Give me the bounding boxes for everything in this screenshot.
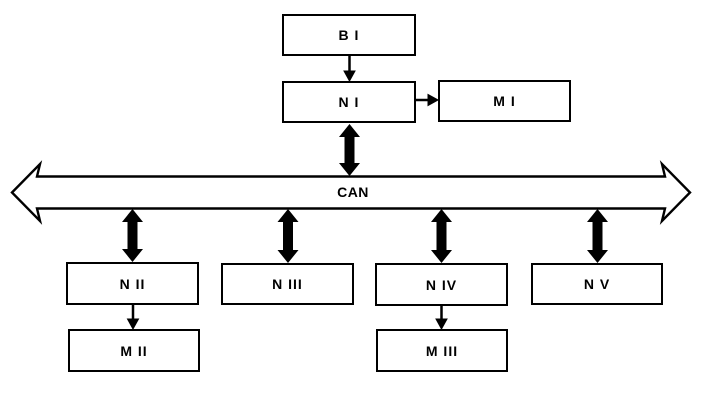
arrow-can-nv xyxy=(587,209,608,263)
can-bus-arrow xyxy=(10,160,692,225)
can-bus-label: CAN xyxy=(337,184,369,200)
arrow-bi-ni xyxy=(343,56,356,83)
node-n5: N V xyxy=(531,263,663,305)
arrow-nii-mii xyxy=(126,305,140,331)
node-m3: M III xyxy=(376,329,508,372)
node-n1: N I xyxy=(282,81,416,123)
arrow-niv-miii xyxy=(435,306,448,331)
node-m2: M II xyxy=(68,329,200,372)
node-m1: M I xyxy=(438,80,571,122)
arrow-can-niv xyxy=(431,209,452,263)
node-b1: B I xyxy=(282,14,416,56)
node-n2: N II xyxy=(66,262,199,305)
node-n4: N IV xyxy=(375,263,508,306)
arrow-can-niii xyxy=(277,209,299,263)
node-n3: N III xyxy=(221,263,354,305)
arrow-can-nii xyxy=(122,209,143,262)
arrow-ni-can xyxy=(339,124,360,176)
arrow-ni-mi xyxy=(416,93,440,107)
